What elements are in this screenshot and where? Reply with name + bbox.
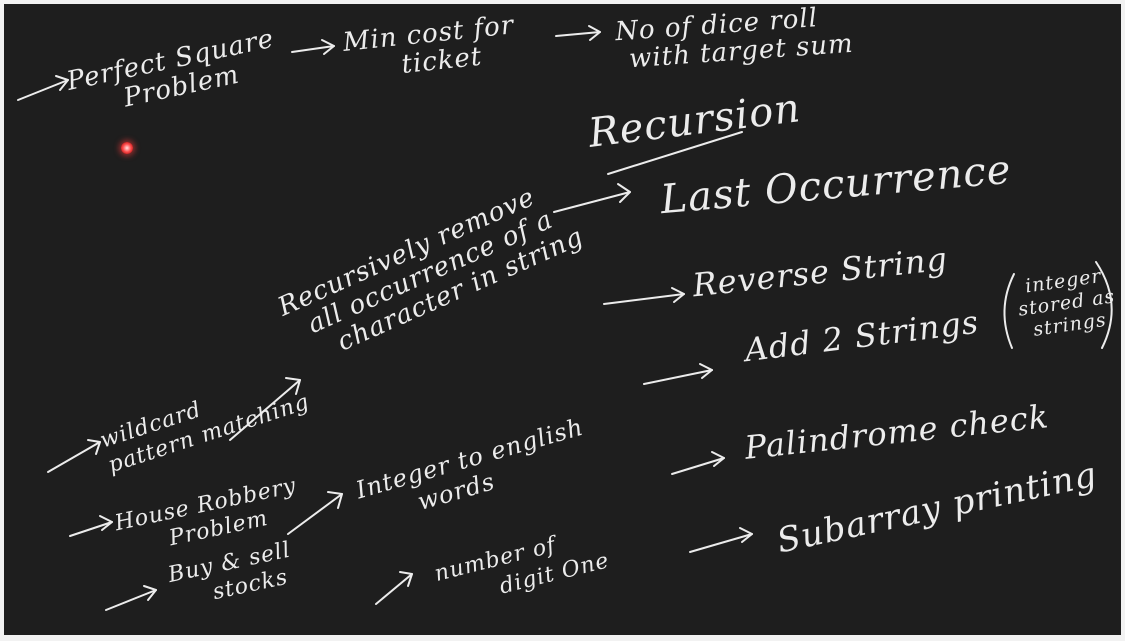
laser-pointer-cursor — [121, 142, 133, 154]
whiteboard-canvas[interactable]: Perfect Square Problem Min cost for tick… — [4, 4, 1121, 635]
arrow-reverse-string — [603, 287, 685, 305]
arrow-integer-english — [287, 491, 343, 535]
recursion-underline — [607, 131, 743, 175]
arrow-palindrome — [671, 451, 725, 475]
bracket-left — [1003, 273, 1015, 349]
arrow-min-cost — [291, 39, 335, 55]
arrow-dice-roll — [555, 25, 601, 41]
arrow-subarray — [689, 527, 753, 553]
arrow-buy-sell — [105, 585, 157, 611]
arrow-wildcard — [47, 439, 101, 473]
arrow-perfect-square — [17, 75, 69, 101]
arrow-house-robbery — [69, 515, 113, 537]
arrow-last-occurrence — [553, 183, 631, 213]
note-integer-strings: integer stored as strings — [1014, 264, 1120, 343]
handwritten-arrows — [17, 25, 1113, 611]
arrow-remove-occurrence — [229, 377, 301, 441]
arrow-add-strings — [643, 363, 713, 385]
arrow-number-of-digits — [375, 571, 413, 605]
bracket-right — [1095, 261, 1113, 349]
